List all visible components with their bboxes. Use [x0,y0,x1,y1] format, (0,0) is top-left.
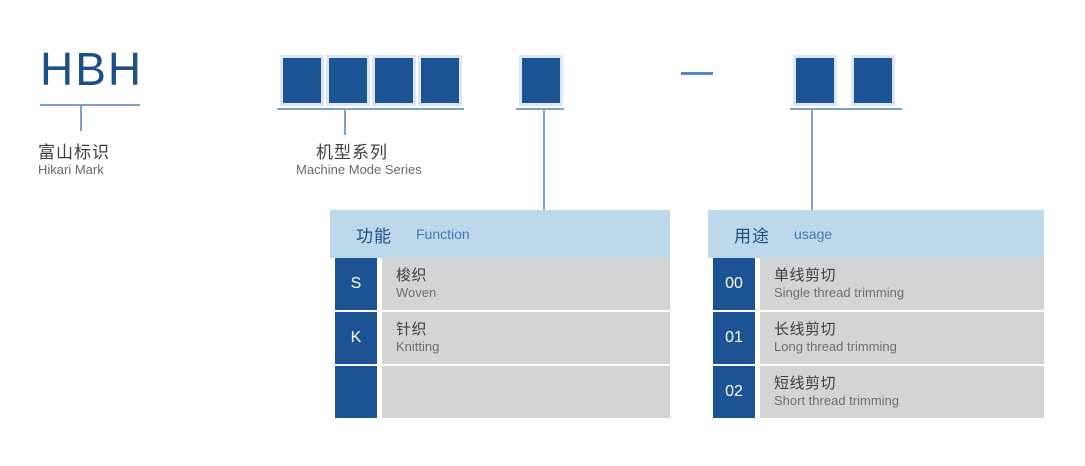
machine-series-connector-line [344,108,346,135]
legend-row [330,364,670,418]
slot-machine-series-3 [372,55,416,106]
brand-label-en: Hikari Mark [38,162,104,177]
legend-text-cn: 单线剪切 [774,266,837,284]
legend-row: S 梭织 Woven [330,258,670,310]
slot-machine-series-1 [280,55,324,106]
legend-function-header-en: Function [416,226,470,242]
legend-code-cell: 00 [708,258,760,310]
machine-series-rule [277,108,464,110]
legend-text-cell: 长线剪切 Long thread trimming [760,312,1044,364]
legend-usage: 用途 usage 00 单线剪切 Single thread trimming … [708,210,1044,418]
slot-machine-series-4 [418,55,462,106]
brand-code: HBH [40,43,144,95]
legend-row: 00 单线剪切 Single thread trimming [708,258,1044,310]
legend-function-header: 功能 Function [330,210,670,258]
legend-row: 01 长线剪切 Long thread trimming [708,310,1044,364]
legend-text-en: Single thread trimming [774,285,905,301]
machine-series-label-en: Machine Mode Series [296,162,422,177]
legend-text-cell: 单线剪切 Single thread trimming [760,258,1044,310]
legend-text-cn: 长线剪切 [774,320,837,338]
legend-text-en: Knitting [396,339,440,355]
legend-usage-header-en: usage [794,226,833,242]
legend-row: K 针织 Knitting [330,310,670,364]
legend-text-cell [382,366,670,418]
legend-code-cell: 02 [708,366,760,418]
legend-function: 功能 Function S 梭织 Woven K 针织 Knitting [330,210,670,418]
slot-usage-1 [793,55,837,106]
brand-label-cn: 富山标识 [38,143,110,162]
legend-text-cn: 短线剪切 [774,374,837,392]
function-rule [516,108,564,110]
function-connector-line [543,108,545,210]
legend-text-cn: 针织 [396,320,428,338]
legend-text-cn: 梭织 [396,266,428,284]
separator-dash [681,72,713,75]
legend-text-cell: 针织 Knitting [382,312,670,364]
legend-text-en: Short thread trimming [774,393,899,409]
slot-machine-series-2 [326,55,370,106]
legend-row: 02 短线剪切 Short thread trimming [708,364,1044,418]
legend-code-cell: K [330,312,382,364]
legend-text-en: Long thread trimming [774,339,897,355]
brand-rule [40,104,140,106]
legend-text-cell: 短线剪切 Short thread trimming [760,366,1044,418]
legend-usage-header: 用途 usage [708,210,1044,258]
legend-code-cell [330,366,382,418]
slot-function-1 [519,55,563,106]
legend-text-cell: 梭织 Woven [382,258,670,310]
legend-text-en: Woven [396,285,437,301]
legend-code-cell: 01 [708,312,760,364]
usage-connector-line [811,108,813,210]
legend-function-header-cn: 功能 [356,226,392,246]
legend-function-body: S 梭织 Woven K 针织 Knitting [330,258,670,418]
usage-rule [790,108,902,110]
legend-usage-body: 00 单线剪切 Single thread trimming 01 长线剪切 L… [708,258,1044,418]
legend-code-cell: S [330,258,382,310]
slot-usage-2 [851,55,895,106]
brand-connector-line [80,104,82,131]
machine-series-label-cn: 机型系列 [316,143,388,162]
legend-usage-header-cn: 用途 [734,226,770,246]
